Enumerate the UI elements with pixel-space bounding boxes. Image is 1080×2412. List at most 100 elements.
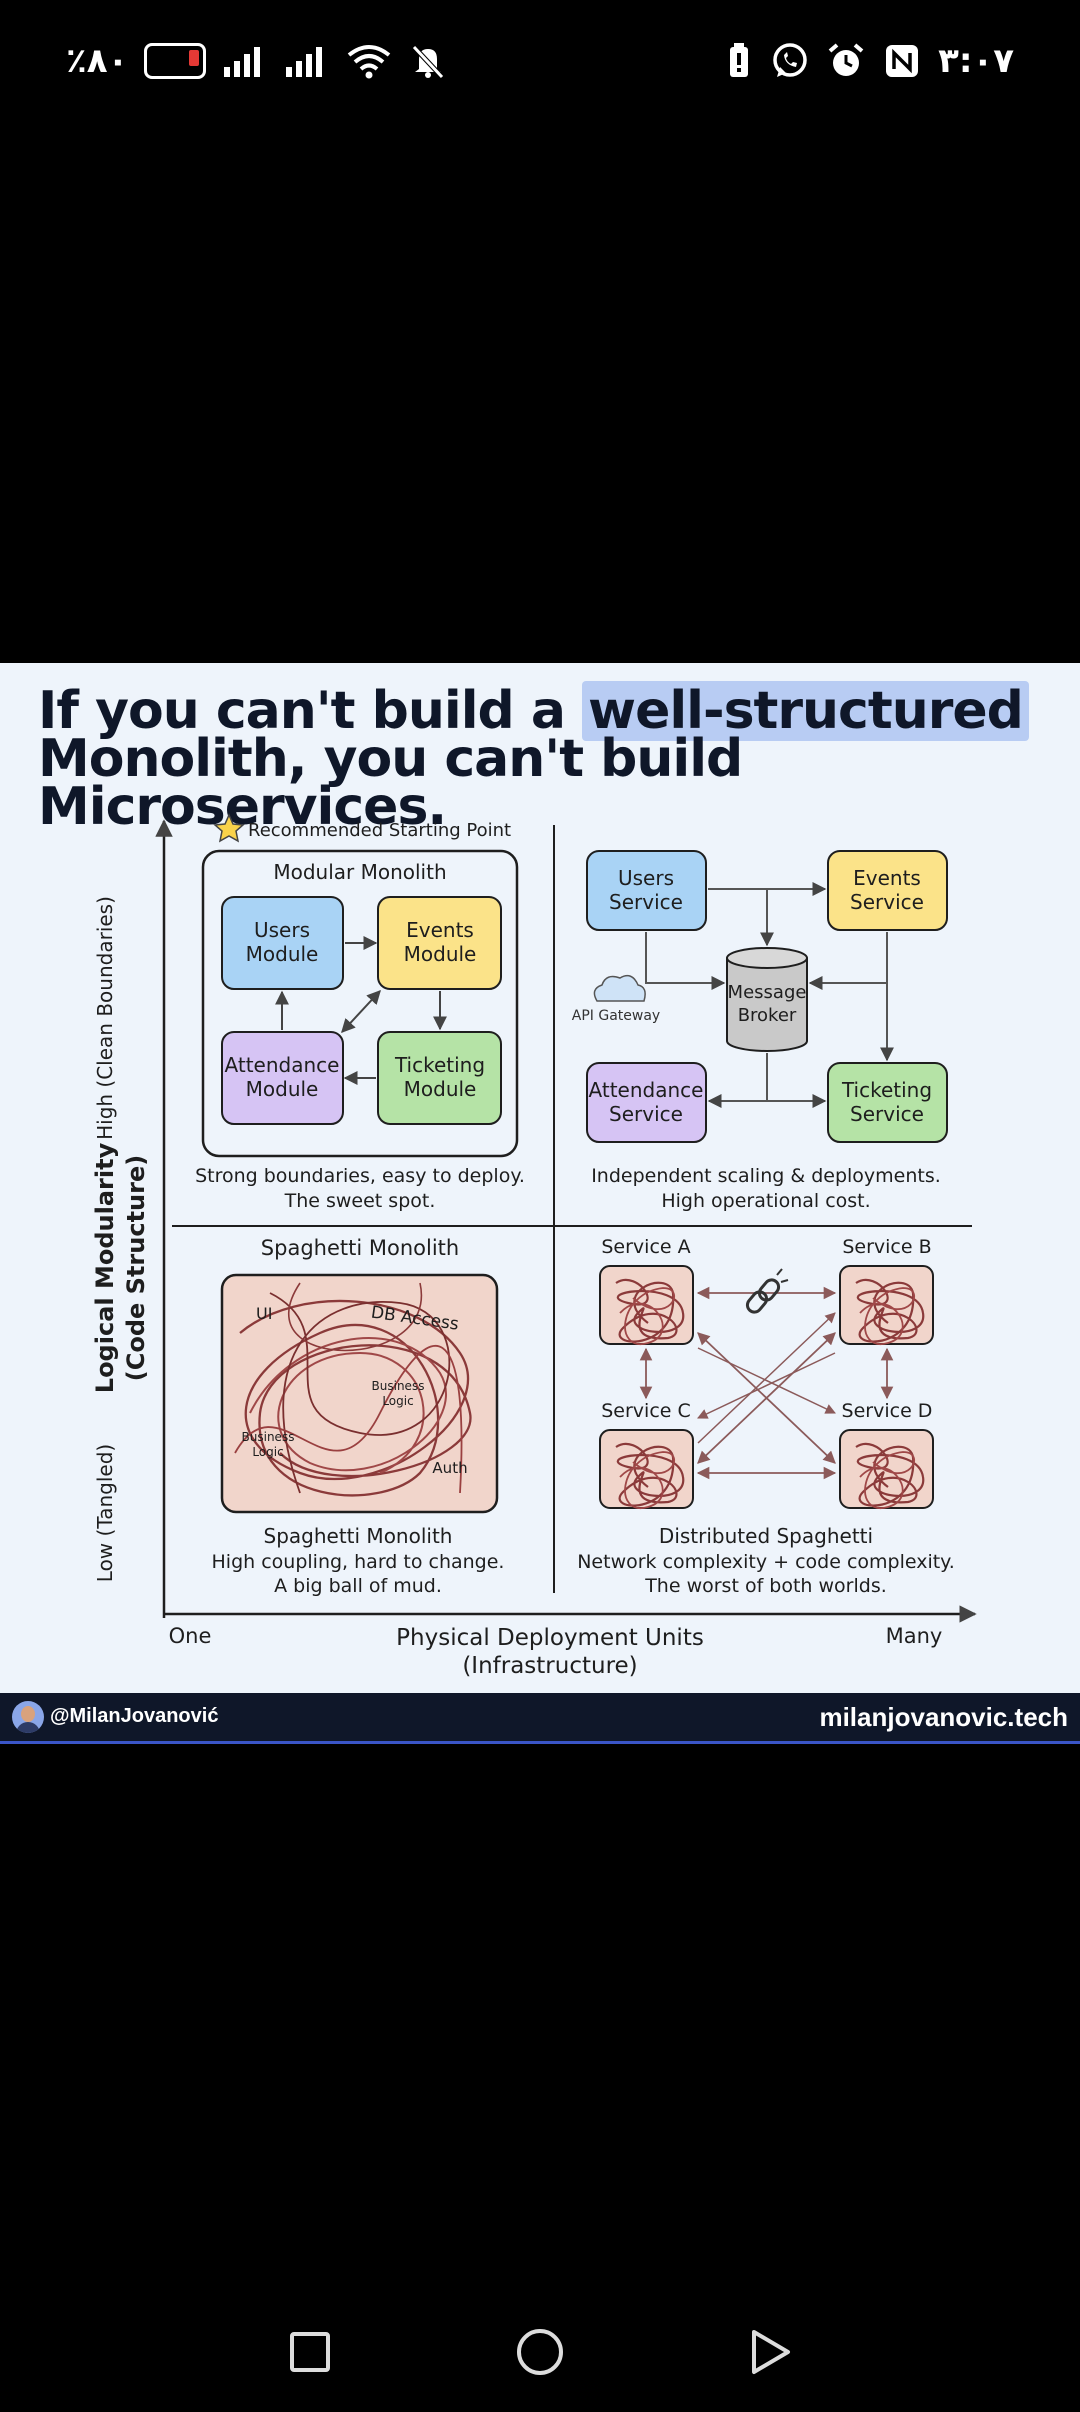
back-button[interactable] <box>740 2322 800 2382</box>
quadrant-distributed-spaghetti: Service A Service B Service C Service D <box>577 1236 955 1597</box>
image-footer: @MilanJovanović milanjovanovic.tech <box>0 1693 1080 1744</box>
y-low-label: Low (Tangled) <box>93 1444 117 1582</box>
api-gateway-label: API Gateway <box>572 1008 660 1024</box>
service-b-box <box>839 1265 934 1346</box>
attendance-module <box>221 1031 344 1125</box>
ticketing-service-line1: Ticketing <box>841 1078 932 1102</box>
clock: ۳:۰۷ <box>938 41 1014 81</box>
alarm-icon <box>826 41 866 81</box>
ticketing-service <box>827 1062 948 1143</box>
distributed-caption-line2: The worst of both worlds. <box>644 1575 887 1597</box>
tangle-label-business-2b: Logic <box>252 1445 283 1459</box>
service-c-box <box>599 1429 694 1510</box>
x-axis-title-line1: Physical Deployment Units <box>396 1625 704 1651</box>
distributed-caption-line1: Network complexity + code complexity. <box>577 1551 955 1573</box>
tangle-label-ui: UI <box>256 1304 272 1323</box>
nfc-icon <box>882 41 922 81</box>
tangle-label-business-1a: Business <box>372 1379 425 1393</box>
signal-icon-2 <box>284 41 330 81</box>
users-module-line1: Users <box>254 918 310 942</box>
events-service-line2: Service <box>850 890 924 914</box>
events-module-line2: Module <box>404 942 477 966</box>
y-axis-title-line1: Logical Modularity <box>91 1142 119 1393</box>
home-button[interactable] <box>510 2322 570 2382</box>
events-module <box>377 896 502 990</box>
spaghetti-title: Spaghetti Monolith <box>261 1236 459 1260</box>
spaghetti-caption-line2: A big ball of mud. <box>274 1575 442 1597</box>
author-handle[interactable]: @MilanJovanović <box>50 1705 219 1727</box>
quadrant-microservices: Users Service Events Service Attendance … <box>572 850 948 1212</box>
microservices-caption-line2: High operational cost. <box>661 1190 870 1212</box>
users-module <box>221 896 344 990</box>
ticketing-service-line2: Service <box>850 1102 924 1126</box>
broker-line2: Broker <box>738 1005 797 1026</box>
modular-caption-line2: The sweet spot. <box>284 1190 436 1212</box>
x-axis-title-line2: (Infrastructure) <box>462 1653 637 1679</box>
attendance-service-line1: Attendance <box>589 1078 704 1102</box>
status-right: ۳:۰۷ <box>726 36 1014 86</box>
site-url[interactable]: milanjovanovic.tech <box>819 1702 1068 1732</box>
broker-line1: Message <box>728 982 807 1003</box>
post-image: If you can't build a well-structured Mon… <box>0 663 1080 1693</box>
ticketing-module-line1: Ticketing <box>394 1053 485 1077</box>
attendance-module-line1: Attendance <box>225 1053 340 1077</box>
users-module-line2: Module <box>246 942 319 966</box>
star-icon <box>213 813 245 843</box>
modular-monolith-title: Modular Monolith <box>273 860 446 884</box>
service-d-label: Service D <box>842 1400 933 1422</box>
broken-link-icon <box>745 1268 789 1314</box>
bell-off-icon <box>408 41 448 81</box>
y-high-label: High (Clean Boundaries) <box>93 896 117 1140</box>
spaghetti-caption-line1: High coupling, hard to change. <box>212 1551 505 1573</box>
attendance-service <box>586 1062 707 1143</box>
tangle-label-auth: Auth <box>432 1459 467 1477</box>
spaghetti-caption-title: Spaghetti Monolith <box>264 1524 453 1548</box>
battery-alert-icon <box>726 41 754 81</box>
avatar[interactable] <box>12 1701 44 1733</box>
navigation-bar <box>0 2300 1080 2412</box>
cloud-icon <box>593 974 646 1002</box>
recent-apps-button[interactable] <box>280 2322 340 2382</box>
status-bar: ٪۸۰ ۳:۰۷ <box>0 0 1080 120</box>
service-b-label: Service B <box>842 1236 931 1258</box>
attendance-service-line2: Service <box>609 1102 683 1126</box>
headline-part2: Monolith, you can't build Microservices. <box>38 729 743 837</box>
attendance-module-line2: Module <box>246 1077 319 1101</box>
quadrant-diagram: High (Clean Boundaries) Low (Tangled) Lo… <box>0 813 1080 1693</box>
users-service-line1: Users <box>618 866 674 890</box>
modular-monolith-frame <box>201 849 519 1158</box>
message-broker: Message Broker <box>726 947 808 1052</box>
spaghetti-box <box>220 1273 499 1514</box>
events-service-line1: Events <box>853 866 921 890</box>
quadrant-modular-monolith: Recommended Starting Point Modular Monol… <box>195 813 525 1212</box>
signal-icon <box>222 41 268 81</box>
headline-highlight: well-structured <box>582 681 1029 741</box>
headline-part1: If you can't build a <box>38 681 583 741</box>
quadrant-spaghetti-monolith: Spaghetti Monolith UI DB Access Business… <box>212 1236 505 1597</box>
ticketing-module-line2: Module <box>404 1077 477 1101</box>
x-left-label: One <box>169 1624 212 1648</box>
ticketing-module <box>377 1031 502 1125</box>
headline: If you can't build a well-structured Mon… <box>38 681 1058 833</box>
microservices-caption-line1: Independent scaling & deployments. <box>591 1165 941 1187</box>
service-a-label: Service A <box>601 1236 690 1258</box>
events-module-line1: Events <box>406 918 474 942</box>
battery-percentage: ٪۸۰ <box>66 41 129 81</box>
service-a-box <box>599 1265 694 1346</box>
distributed-caption-title: Distributed Spaghetti <box>659 1524 873 1548</box>
tangle-label-business-2a: Business <box>242 1430 295 1444</box>
service-c-label: Service C <box>601 1400 691 1422</box>
tangle-big <box>234 1282 472 1497</box>
users-service <box>586 850 707 931</box>
status-left: ٪۸۰ <box>66 36 448 86</box>
tangle-label-business-1b: Logic <box>382 1394 413 1408</box>
service-d-box <box>839 1429 934 1510</box>
events-service <box>827 850 948 931</box>
x-right-label: Many <box>886 1624 943 1648</box>
battery-icon <box>144 43 207 79</box>
users-service-line2: Service <box>609 890 683 914</box>
wifi-icon <box>346 41 392 81</box>
whatsapp-icon <box>770 41 810 81</box>
modular-caption-line1: Strong boundaries, easy to deploy. <box>195 1165 525 1187</box>
recommended-badge: Recommended Starting Point <box>248 820 511 841</box>
